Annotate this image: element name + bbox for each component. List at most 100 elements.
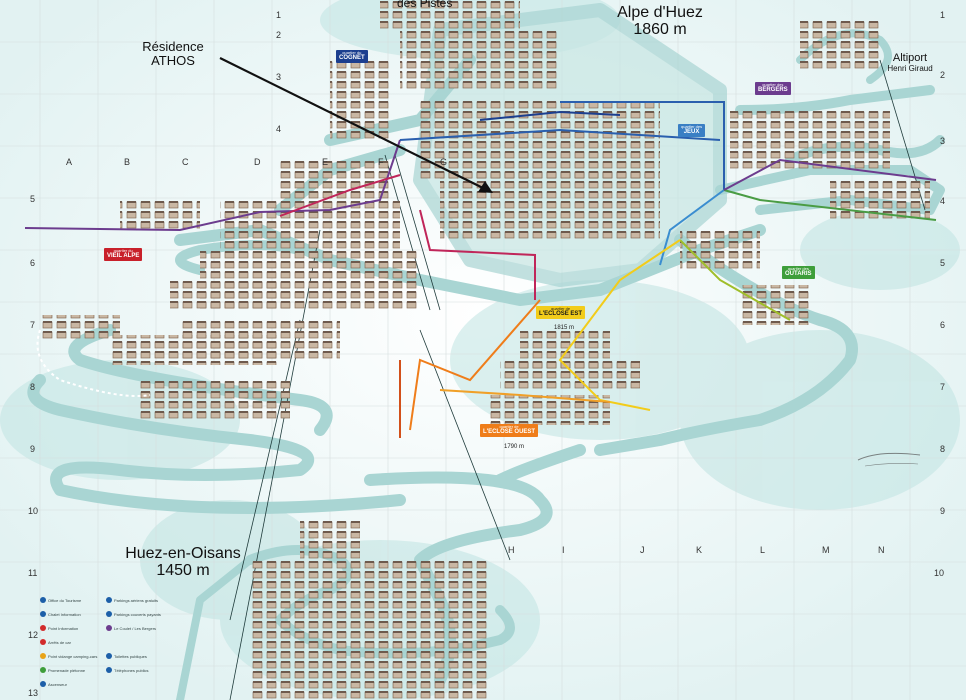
grid-row-right-3: 3 <box>940 136 946 146</box>
grid-col-m: M <box>822 545 830 555</box>
legend-item: Parkings couverts payants <box>106 611 161 617</box>
grid-row-right-7: 7 <box>940 382 946 392</box>
quarter-badge-eclose-est[interactable]: quartier de L'ECLOSE EST <box>536 306 586 319</box>
camping-car-icon <box>40 653 46 659</box>
grid-row-right-8: 8 <box>940 444 946 454</box>
grid-row-right-10: 10 <box>934 568 945 578</box>
legend-label: Toilettes publiques <box>114 653 147 659</box>
legend-label: Chalet Information <box>48 611 81 617</box>
alpe-dhuez-name: Alpe d'Huez <box>617 4 703 21</box>
legend-item: Téléphones publics <box>106 667 148 673</box>
phone-icon <box>106 667 112 673</box>
parking-covered-icon <box>106 611 112 617</box>
legend-label: Parkings couverts payants <box>114 611 161 617</box>
parking-free-icon <box>106 597 112 603</box>
grid-row-6: 6 <box>30 258 36 268</box>
legend-label: Promenade piétonne <box>48 667 86 673</box>
legend-item: Toilettes publiques <box>106 653 147 659</box>
quarter-badge-cognet[interactable]: quartier du COGNET <box>336 50 368 63</box>
grid-row-right-1: 1 <box>940 10 946 20</box>
grid-row-3: 3 <box>276 72 282 82</box>
grid-col-k: K <box>696 545 703 555</box>
footpath <box>36 329 151 397</box>
quarter-pre: quartier du <box>342 50 362 55</box>
grid-col-l: L <box>760 545 766 555</box>
bus-stop-icon <box>40 639 46 645</box>
grid-row-1: 1 <box>276 10 282 20</box>
toilets-icon <box>106 653 112 659</box>
grid-row-9: 9 <box>30 444 36 454</box>
legend-item: Point vidange camping-cars <box>40 653 97 659</box>
grid-col-e: E <box>322 157 329 167</box>
callout-arrow <box>219 57 493 193</box>
quarter-badge-eclose-ouest[interactable]: quartier de L'ECLOSE OUEST <box>480 424 539 437</box>
eclose-est-altitude: 1815 m <box>554 325 575 331</box>
grid-col-h: H <box>508 545 515 555</box>
grid-row-13: 13 <box>28 688 39 698</box>
grid-row-right-4: 4 <box>940 196 946 206</box>
legend-label: Ascenseur <box>48 681 67 687</box>
legend-label: Arrêts de car <box>48 639 71 645</box>
grid-row-12: 12 <box>28 630 39 640</box>
legend-label: Téléphones publics <box>114 667 149 673</box>
alpe-dhuez-title: Alpe d'Huez 1860 m <box>598 4 722 39</box>
legend-item: Parkings aériens gratuits <box>106 597 158 603</box>
quarter-badge-jeux[interactable]: quartier des JEUX <box>678 124 706 137</box>
grid-col-c: C <box>182 157 189 167</box>
legend-label: Point vidange camping-cars <box>48 653 98 659</box>
alpe-dhuez-altitude: 1860 m <box>633 20 687 38</box>
legend-label: Office du Tourisme <box>48 597 82 603</box>
legend-item: Chalet Information <box>40 611 81 617</box>
info-point-icon <box>40 625 46 631</box>
huez-altitude: 1450 m <box>156 561 210 579</box>
eclose-ouest-altitude: 1790 m <box>504 444 525 450</box>
quarter-pre: quartier des <box>762 82 784 87</box>
legend-label: Le Coulet / Les Bergers <box>114 625 157 631</box>
grid-row-8: 8 <box>30 382 36 392</box>
quarter-name: COGNET <box>339 55 365 62</box>
altiport-sub: Henri Giraud <box>887 63 933 73</box>
grid-col-f: F <box>378 157 384 167</box>
grid-row-4: 4 <box>276 124 282 134</box>
pedestrian-icon <box>40 667 46 673</box>
grid-row-7: 7 <box>30 320 36 330</box>
grid-row-right-2: 2 <box>940 70 946 80</box>
legend-item: Office du Tourisme <box>40 597 81 603</box>
des-pistes-label: des Pistes <box>397 0 453 10</box>
grid-col-g: G <box>440 157 448 167</box>
quarter-name: L'ECLOSE EST <box>539 311 583 318</box>
grid-row-11: 11 <box>28 568 38 578</box>
quarter-pre: quartier des <box>681 124 703 129</box>
legend-item: Arrêts de car <box>40 639 71 645</box>
grid-col-d: D <box>254 157 261 167</box>
quarter-badge-outaris[interactable]: quartier des OUTARIS <box>782 266 815 279</box>
signature-mark <box>857 452 921 467</box>
residence-athos-callout: Résidence ATHOS <box>132 40 214 67</box>
grid-row-right-5: 5 <box>940 258 946 268</box>
callout-line1: Résidence <box>142 39 204 54</box>
map-legend: Office du Tourisme Chalet Information Po… <box>40 597 170 700</box>
info-chalet-icon <box>40 611 46 617</box>
grid-row-5: 5 <box>30 194 36 204</box>
lift-icon <box>40 681 46 687</box>
shuttle-icon <box>106 625 112 631</box>
huez-en-oisans-title: Huez-en-Oisans 1450 m <box>108 545 258 580</box>
quarter-name: JEUX <box>683 129 700 136</box>
callout-line2: ATHOS <box>151 52 195 68</box>
quarter-pre: quartier du <box>113 248 133 253</box>
legend-item: Ascenseur <box>40 681 67 687</box>
quarter-pre: quartier de <box>499 424 519 429</box>
legend-item: Point Information <box>40 625 78 631</box>
grid-col-i: I <box>562 545 565 555</box>
quarter-badge-bergers[interactable]: quartier des BERGERS <box>755 82 791 95</box>
altiport-label: Altiport Henri Giraud <box>880 52 940 73</box>
legend-label: Point Information <box>48 625 79 631</box>
quarter-name: L'ECLOSE OUEST <box>483 429 536 436</box>
altiport-name: Altiport <box>892 52 928 64</box>
huez-name: Huez-en-Oisans <box>125 545 241 562</box>
legend-label: Parkings aériens gratuits <box>114 597 159 603</box>
quarter-name: OUTARIS <box>785 271 812 278</box>
quarter-badge-vieil-alpe[interactable]: quartier du VIEIL ALPE <box>104 248 143 261</box>
